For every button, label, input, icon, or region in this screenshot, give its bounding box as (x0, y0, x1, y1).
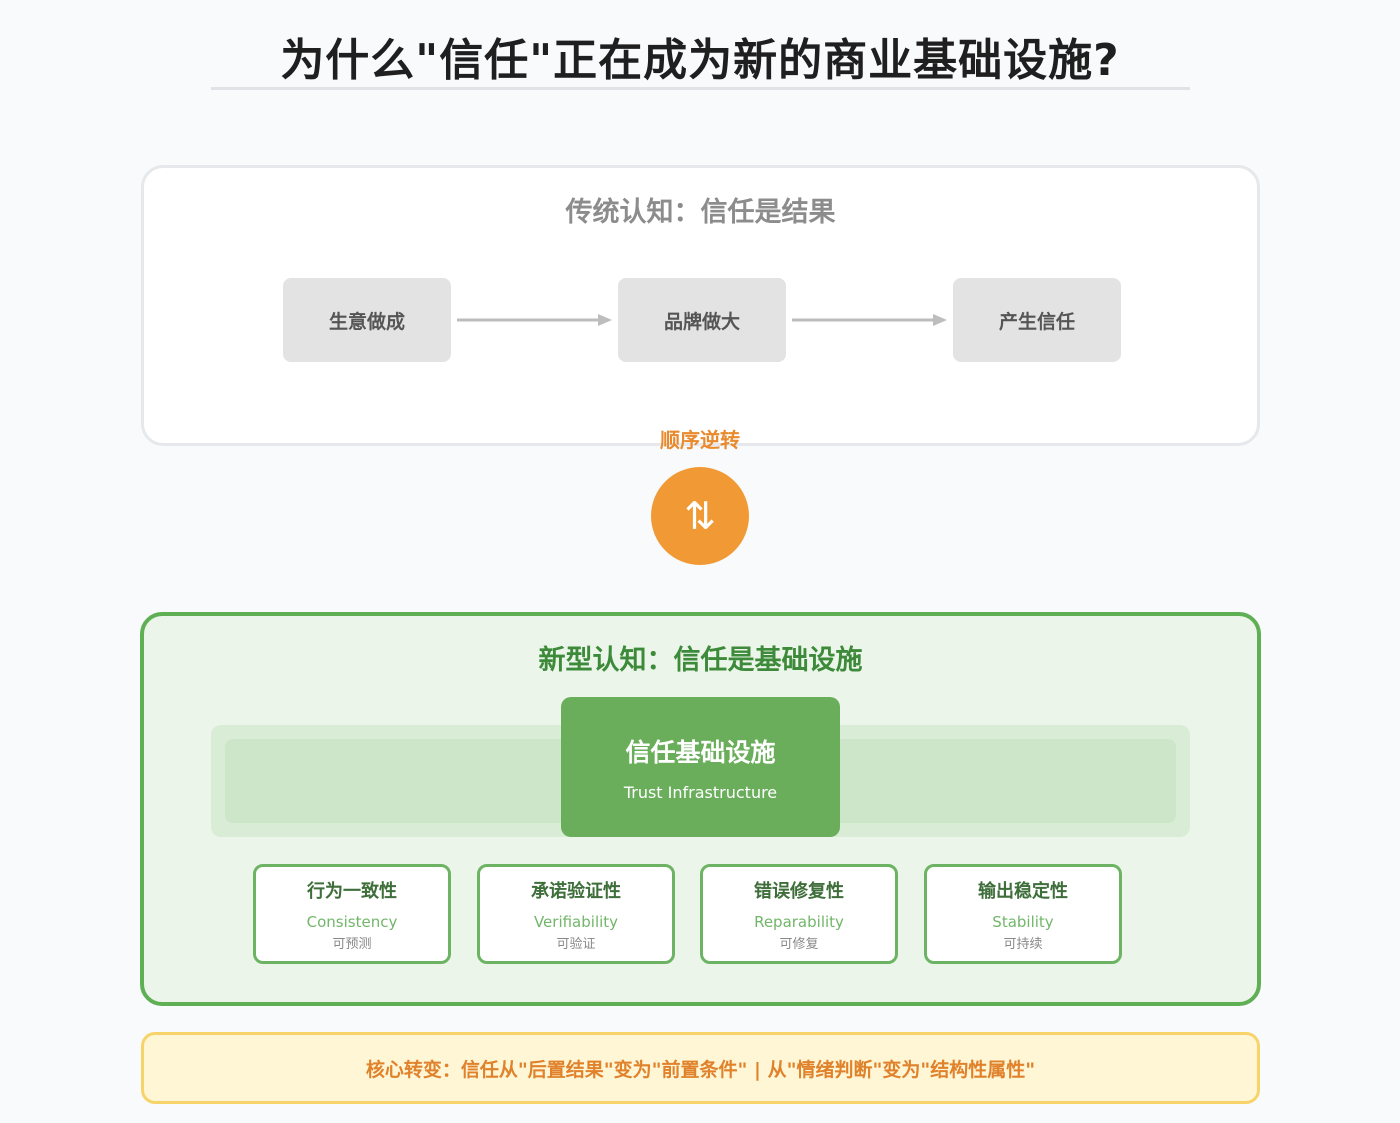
pillar-title: 承诺验证性 (531, 880, 621, 902)
pillar-title: 行为一致性 (307, 880, 397, 902)
step-box-1: 生意做成 (283, 278, 451, 362)
traditional-heading: 传统认知：信任是结果 (565, 197, 836, 228)
title-divider (211, 87, 1190, 90)
core-title: 信任基础设施 (625, 737, 776, 767)
pillar-card-verifiability: 承诺验证性 Verifiability 可验证 (477, 864, 675, 964)
pillar-english: Reparability (754, 912, 844, 931)
step-box-2: 品牌做大 (618, 278, 786, 362)
pillar-english: Stability (992, 912, 1054, 931)
swap-vertical-icon: ⇅ (651, 467, 749, 565)
pillar-card-consistency: 行为一致性 Consistency 可预测 (253, 864, 451, 964)
modern-heading: 新型认知：信任是基础设施 (538, 645, 863, 676)
pillar-card-stability: 输出稳定性 Stability 可持续 (924, 864, 1122, 964)
modern-panel: 新型认知：信任是基础设施 信任基础设施 Trust Infrastructure… (140, 612, 1261, 1006)
pillar-note: 可修复 (779, 936, 819, 952)
step-box-3: 产生信任 (953, 278, 1121, 362)
traditional-panel: 传统认知：信任是结果 生意做成 品牌做大 产生信任 (141, 165, 1260, 446)
pillar-note: 可验证 (556, 936, 596, 952)
pillar-title: 输出稳定性 (978, 880, 1068, 902)
pillar-note: 可持续 (1003, 936, 1043, 952)
page-title: 为什么"信任"正在成为新的商业基础设施? (280, 35, 1120, 86)
pillar-card-reparability: 错误修复性 Reparability 可修复 (700, 864, 898, 964)
arrow-right-icon (792, 314, 947, 326)
pillar-title: 错误修复性 (754, 880, 844, 902)
reversal-label: 顺序逆转 (660, 428, 740, 452)
trust-infrastructure-core: 信任基础设施 Trust Infrastructure (561, 697, 840, 837)
pillar-note: 可预测 (332, 936, 372, 952)
core-shift-banner: 核心转变：信任从"后置结果"变为"前置条件" | 从"情绪判断"变为"结构性属性… (141, 1032, 1260, 1104)
pillar-english: Verifiability (533, 912, 619, 931)
pillar-english: Consistency (306, 912, 398, 931)
core-subtitle: Trust Infrastructure (623, 782, 778, 802)
arrow-right-icon (457, 314, 612, 326)
